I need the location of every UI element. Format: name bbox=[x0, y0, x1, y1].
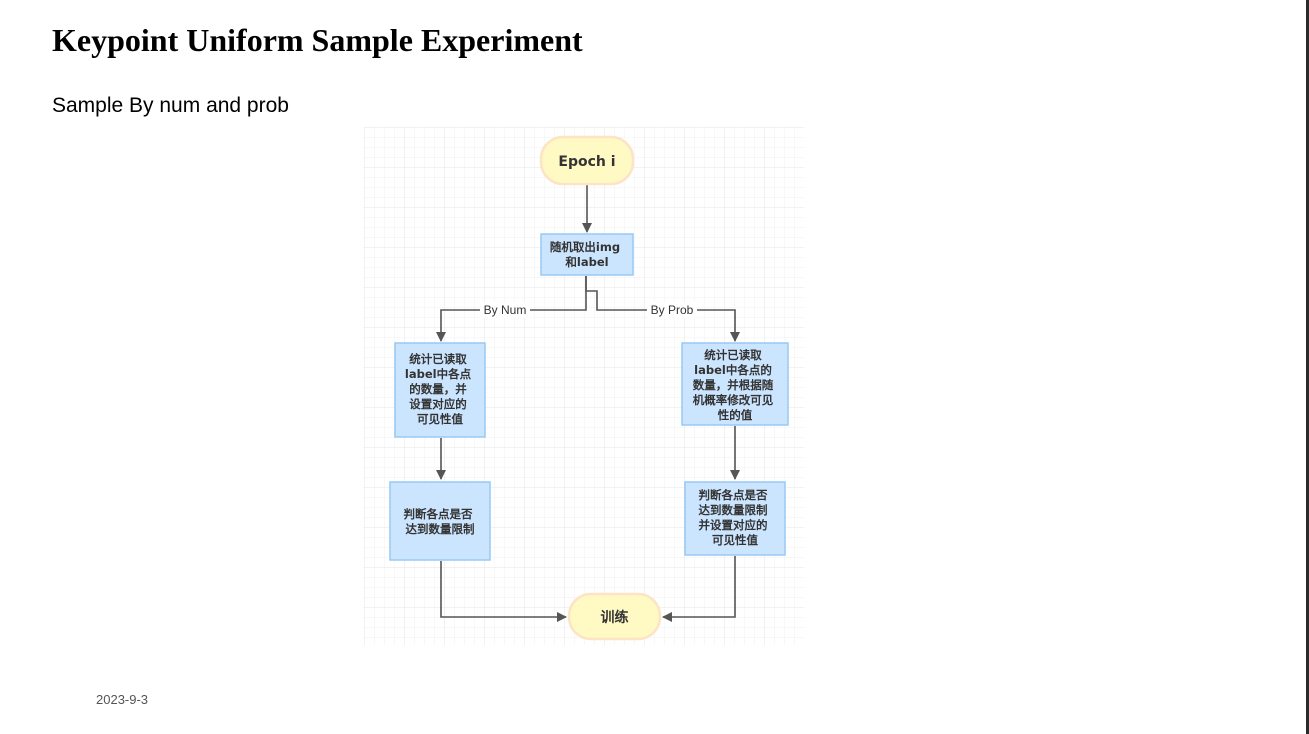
svg-text:统计已读取 label中各点的 数量: 统计已读取 label中各点的 数量，并根据随 机概率修改可见 性的值 bbox=[693, 348, 778, 422]
node-num-count: 统计已读取 label中各点 的数量，并 设置对应的 可见性值 bbox=[394, 342, 486, 438]
node-sample: 随机取出img 和label bbox=[540, 233, 634, 276]
node-num-check: 判断各点是否 达到数量限制 bbox=[389, 481, 491, 561]
edge-label-by-num: By Num bbox=[484, 303, 527, 317]
svg-text:判断各点是否 达到数量限制: 判断各点是否 达到数量限制 bbox=[403, 507, 476, 536]
window-right-edge bbox=[1306, 0, 1309, 734]
node-prob-check: 判断各点是否 达到数量限制 并设置对应的 可见性值 bbox=[684, 481, 786, 556]
footer-date: 2023-9-3 bbox=[96, 692, 149, 707]
svg-text:判断各点是否 达到数量限制 并设置对: 判断各点是否 达到数量限制 并设置对应的 可见性值 bbox=[698, 488, 771, 547]
edge-prob-check-to-train bbox=[662, 556, 736, 622]
node-start: Epoch i bbox=[539, 135, 635, 186]
svg-text:随机取出img 和label: 随机取出img 和label bbox=[550, 240, 624, 269]
svg-text:Epoch i: Epoch i bbox=[558, 154, 615, 170]
edge-sample-to-prob-count bbox=[585, 276, 740, 342]
node-prob-count: 统计已读取 label中各点的 数量，并根据随 机概率修改可见 性的值 bbox=[681, 342, 789, 426]
flowchart-diagram: By Num By Prob Epoch i 随机取出img 和label 统计… bbox=[364, 127, 804, 645]
svg-text:训练: 训练 bbox=[601, 609, 629, 626]
page-title: Keypoint Uniform Sample Experiment bbox=[52, 22, 583, 58]
node-train: 训练 bbox=[567, 592, 662, 641]
svg-text:统计已读取 label中各点 的数量: 统计已读取 label中各点 的数量，并 设置对应的 可见性值 bbox=[405, 352, 475, 426]
edge-num-check-to-train bbox=[440, 561, 567, 622]
edge-label-by-prob: By Prob bbox=[651, 303, 694, 317]
page-subtitle: Sample By num and prob bbox=[52, 94, 289, 117]
